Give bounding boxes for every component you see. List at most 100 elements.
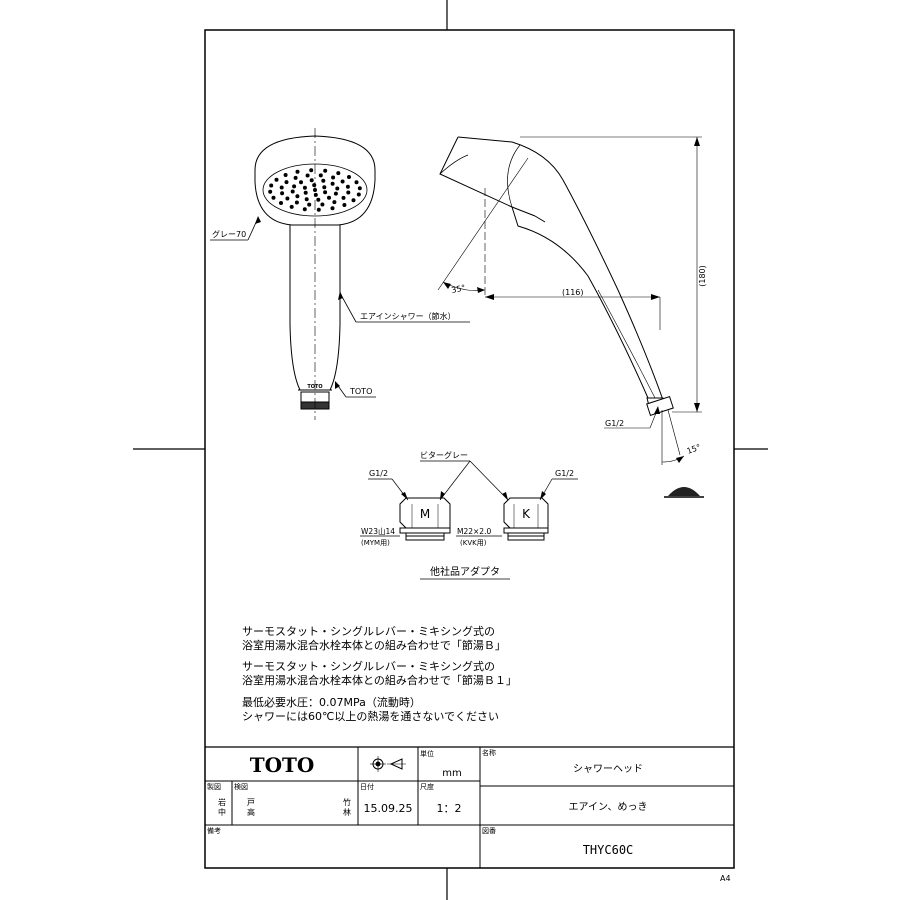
- spray-hole: [316, 197, 321, 202]
- adapter-left-spec: W23山14: [361, 526, 395, 536]
- unit-label: 単位: [420, 749, 434, 758]
- note2-line2: 浴室用湯水混合水栓本体との組み合わせで「節湯Ｂ１」: [242, 673, 517, 687]
- spray-hole: [313, 188, 317, 192]
- spray-hole: [318, 173, 323, 178]
- note3-line2: シャワーには60℃以上の熱湯を通さないでください: [242, 710, 499, 723]
- product-desc: エアイン、めっき: [569, 801, 648, 813]
- adapter-left-maker: (MYM用): [361, 539, 390, 547]
- note2-line1: サーモスタット・シングルレバー・ミキシング式の: [242, 659, 495, 673]
- spray-hole: [290, 189, 295, 194]
- spray-hole: [302, 207, 307, 212]
- notes: サーモスタット・シングルレバー・ミキシング式の 浴室用湯水混合水栓本体との組み合…: [242, 624, 517, 723]
- spray-hole: [316, 207, 321, 212]
- spray-hole: [322, 185, 327, 190]
- front-type-label: エアインシャワー（節水）: [360, 311, 456, 321]
- angle-bottom-label: 15°: [686, 443, 702, 456]
- checked-label: 検図: [234, 782, 248, 791]
- spray-hole: [351, 198, 356, 203]
- spray-hole: [357, 186, 362, 191]
- spray-hole: [293, 175, 298, 180]
- remarks-label: 備考: [207, 826, 221, 835]
- spray-hole: [292, 184, 297, 189]
- side-thread-label: G1/2: [605, 419, 624, 428]
- title-block-grid: [205, 746, 734, 868]
- title-logo: TOTO: [250, 753, 315, 777]
- note3-line1: 最低必要水圧：0.07MPa（流動時）: [242, 695, 421, 709]
- spray-hole: [280, 191, 285, 196]
- adapter-leaders: [360, 460, 578, 537]
- front-color-label: グレー70: [212, 229, 246, 239]
- spray-hole: [323, 168, 328, 173]
- spray-hole: [330, 181, 335, 186]
- scale-label: 尺度: [420, 782, 434, 791]
- leader-arrow: [335, 381, 340, 389]
- drawn-name-2: 中: [218, 807, 226, 817]
- spray-hole: [320, 202, 325, 207]
- spray-hole: [332, 200, 337, 205]
- spray-hole: [354, 180, 359, 185]
- adapter-leader-arrows: [401, 491, 546, 500]
- spray-hole: [268, 189, 273, 194]
- spray-hole: [331, 175, 336, 180]
- spray-hole: [327, 195, 331, 200]
- spray-hole: [303, 190, 308, 195]
- note1-line2: 浴室用湯水混合水栓本体との組み合わせで「節湯Ｂ」: [242, 638, 506, 652]
- checked-name-left-1: 戸: [247, 798, 255, 807]
- leader-arrow: [255, 216, 261, 224]
- scale-value: 1：2: [437, 802, 462, 815]
- projection-symbol-icon: [370, 756, 406, 772]
- spray-hole: [304, 197, 309, 202]
- side-view: [437, 136, 702, 465]
- spray-hole: [307, 202, 312, 207]
- adapter-caption: 他社品アダプタ: [430, 565, 500, 578]
- spray-hole: [347, 175, 351, 179]
- spray-hole: [284, 180, 289, 185]
- spray-hole: [345, 184, 350, 189]
- drawn-name-1: 岩: [218, 797, 226, 807]
- spray-hole: [333, 191, 338, 196]
- dimension-arrows: [443, 137, 700, 463]
- spray-hole: [321, 178, 326, 183]
- spray-hole: [305, 173, 310, 178]
- spray-hole: [312, 183, 317, 188]
- front-view: [210, 128, 470, 420]
- spray-hole: [283, 173, 288, 177]
- adapter-right-maker: (KVK用): [460, 539, 487, 547]
- spray-hole: [341, 195, 346, 200]
- spray-hole: [295, 169, 300, 174]
- adapter-left-mark: M: [420, 507, 430, 521]
- name-label: 名称: [482, 748, 496, 757]
- spray-holes: [268, 168, 362, 212]
- dim-width-label: (116): [562, 288, 584, 297]
- drawn-label: 製図: [207, 782, 221, 791]
- spray-hole: [279, 185, 284, 190]
- spray-hole: [271, 195, 276, 200]
- spray-hole: [313, 192, 318, 197]
- leader-arrow: [338, 291, 343, 300]
- spray-hole: [289, 204, 294, 209]
- spray-hole: [342, 203, 347, 207]
- spray-hole: [323, 190, 328, 195]
- adapter-right-thread: G1/2: [555, 469, 574, 478]
- adapter-color-label: ビターグレー: [420, 450, 468, 460]
- unit-value: mm: [442, 768, 461, 779]
- spray-hole: [299, 180, 303, 185]
- drawing-frame: [204, 29, 735, 869]
- checked-name-left-2: 高: [247, 807, 255, 817]
- mount-bracket-icon: [664, 487, 704, 498]
- front-brand-mark: TOTO: [307, 384, 322, 390]
- adapter-right: [503, 497, 549, 541]
- paper-size: A4: [720, 874, 731, 883]
- adapter-right-mark: K: [522, 507, 531, 521]
- dim-height-label: (180): [698, 265, 707, 287]
- checked-name-right-2: 林: [343, 807, 351, 817]
- spray-hole: [295, 194, 300, 199]
- checked-name-right-1: 竹: [343, 797, 351, 807]
- product-name: シャワーヘッド: [573, 764, 643, 775]
- drawing-no-label: 図番: [482, 827, 496, 835]
- spray-hole: [302, 185, 307, 190]
- angle-top-label: 35°: [451, 283, 467, 295]
- date-label: 日付: [360, 782, 374, 791]
- front-brand-label: TOTO: [349, 387, 372, 396]
